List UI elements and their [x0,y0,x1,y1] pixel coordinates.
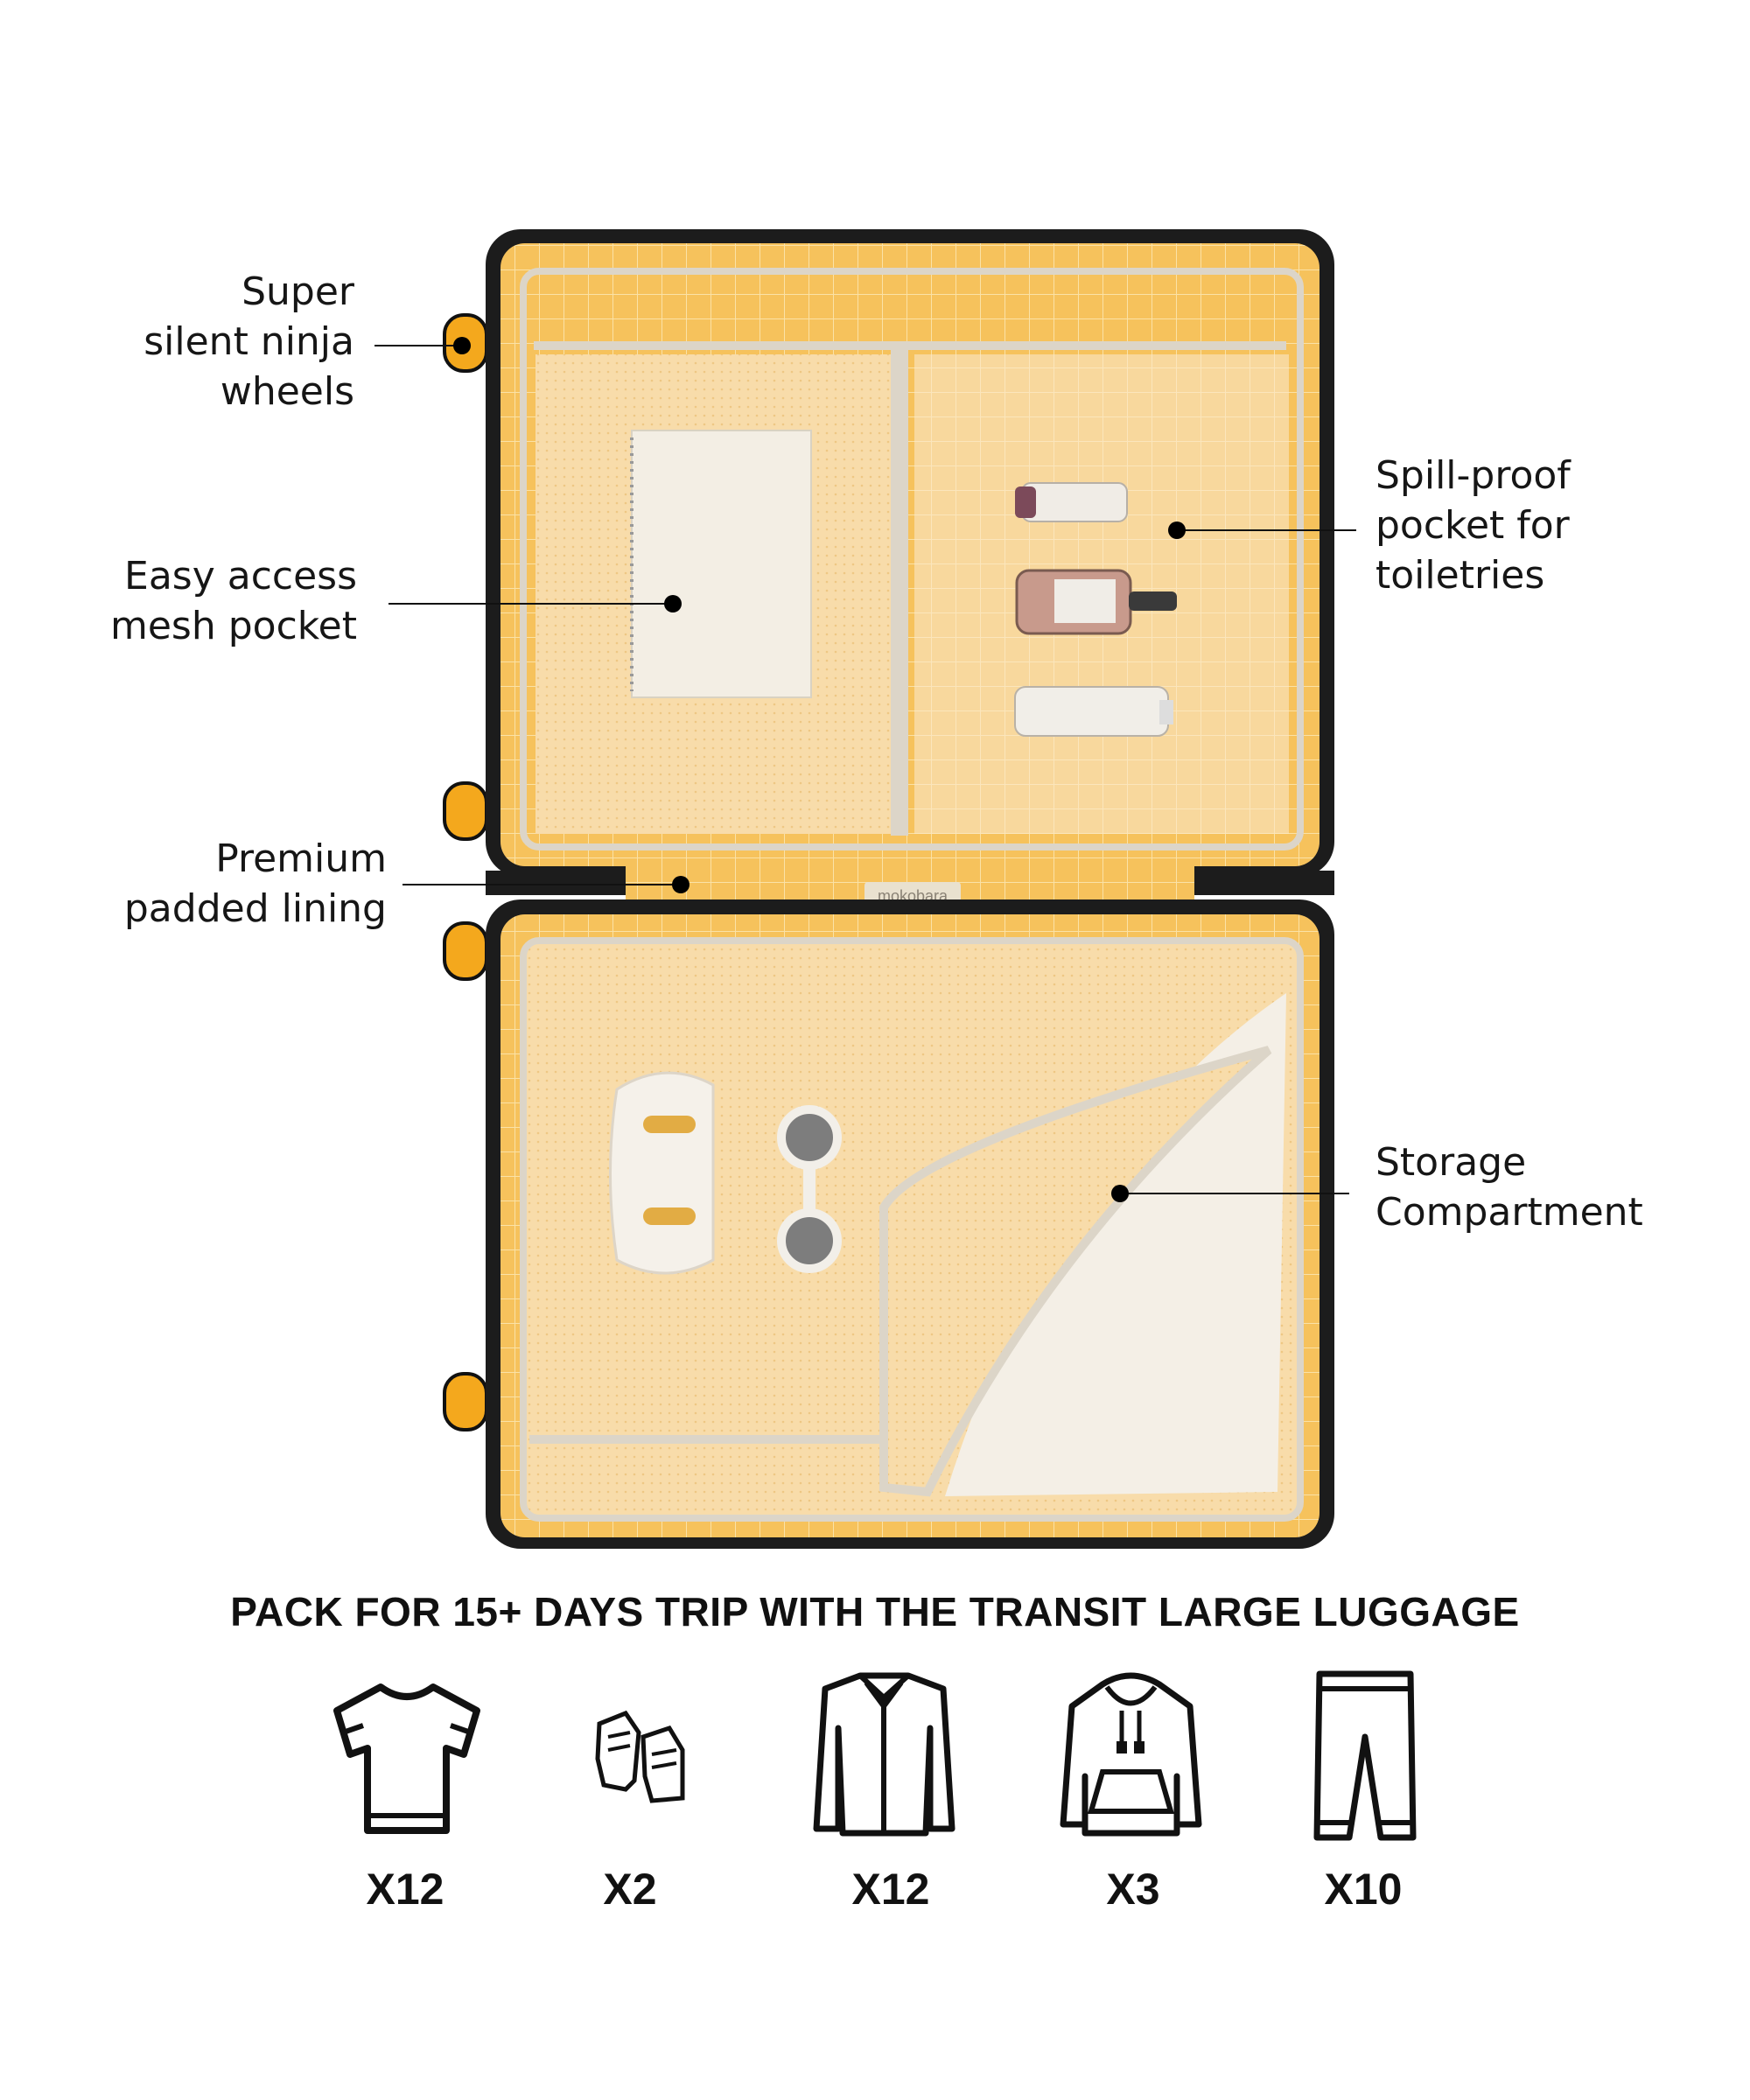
callout-leader [1177,529,1356,531]
callout-dot [672,876,690,893]
pack-count-shirt: X12 [851,1865,930,1914]
callout-leader [374,345,462,346]
callout-padded-lining: Premium padded lining [123,836,387,931]
hoodie-icon [1060,1672,1202,1837]
callout-storage-compartment: Storage Compartment [1376,1140,1643,1235]
suitcase-illustration: mokobara [443,229,1334,1549]
callout-dot [1168,522,1186,539]
callout-spill-proof-pocket: Spill-proof pocket for toiletries [1376,453,1571,598]
trousers-icon [1313,1670,1417,1841]
pack-count-trousers: X10 [1324,1865,1403,1914]
callout-dot [453,337,471,354]
sneakers-icon [595,1710,685,1803]
callout-leader [388,603,673,605]
callout-dot [664,595,682,612]
pack-count-tshirt: X12 [366,1865,444,1914]
callout-wheels: Super silent ninja wheels [144,270,354,414]
callout-leader [1120,1193,1349,1194]
callout-dot [1111,1185,1129,1202]
pack-count-sneakers: X2 [603,1865,657,1914]
callout-leader [402,884,681,886]
callout-mesh-pocket: Easy access mesh pocket [109,554,357,648]
tshirt-icon [333,1684,480,1834]
wheel-icon [443,313,488,1432]
pack-count-hoodie: X3 [1106,1865,1160,1914]
shirt-icon [813,1672,956,1837]
headline: PACK FOR 15+ DAYS TRIP WITH THE TRANSIT … [230,1589,1520,1634]
